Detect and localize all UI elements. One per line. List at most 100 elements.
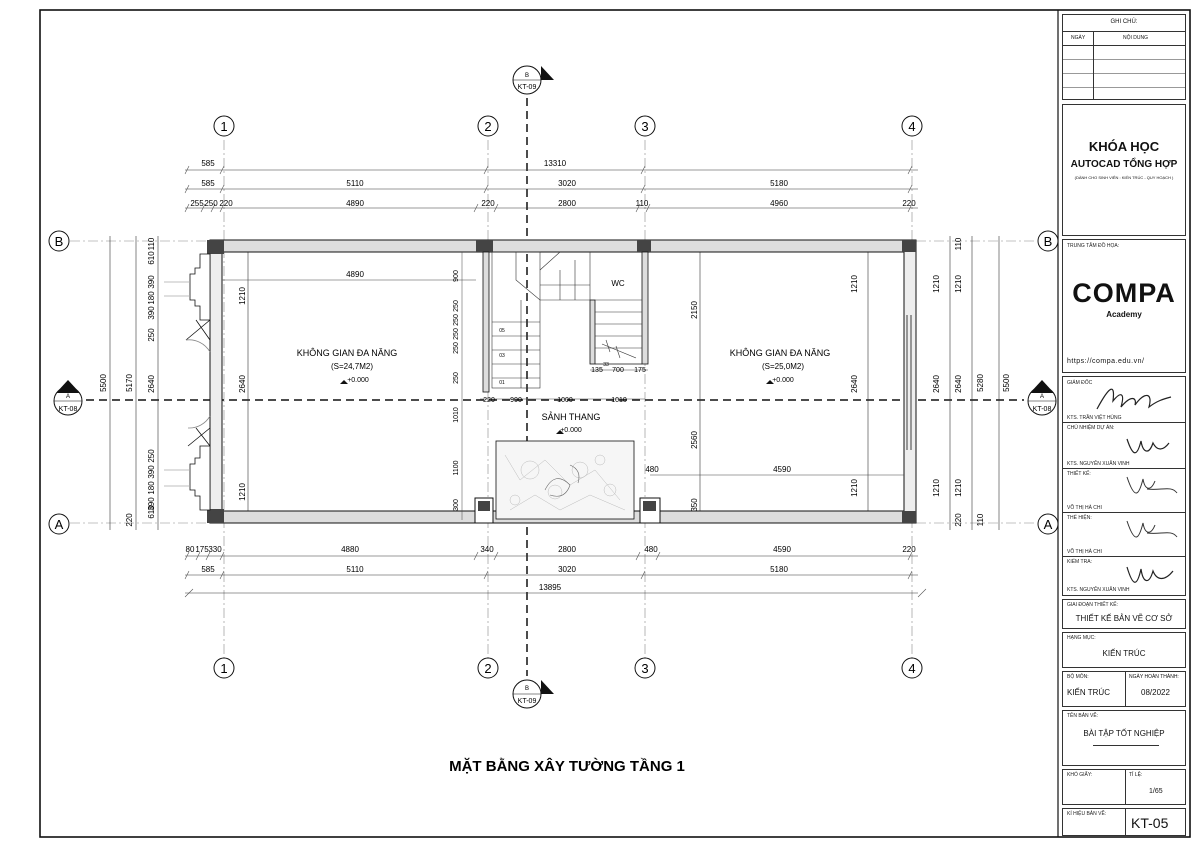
svg-text:B: B <box>525 686 529 692</box>
item-label: HẠNG MỤC: <box>1067 635 1096 641</box>
stair-step-numbers: 05 03 01 <box>499 328 505 386</box>
section-marker-b-top: B KT-09 <box>512 65 554 95</box>
date-value: 08/2022 <box>1141 688 1170 697</box>
phase-box: GIAI ĐOẠN THIẾT KẾ: THIẾT KẾ BẢN VẼ CƠ S… <box>1062 599 1186 629</box>
sheet-name-value: BÀI TẬP TỐT NGHIỆP <box>1083 729 1165 738</box>
svg-text:610: 610 <box>147 251 156 265</box>
course-audience: (DÀNH CHO SINH VIÊN : KIẾN TRÚC - QUY HO… <box>1074 175 1174 180</box>
drafter-name: VÕ THỊ HÀ CHI <box>1067 549 1102 555</box>
svg-text:220: 220 <box>483 397 495 404</box>
section-marker-a-left: A KT-08 <box>53 380 83 416</box>
svg-text:KT-09: KT-09 <box>518 84 537 91</box>
svg-text:585: 585 <box>201 565 215 574</box>
svg-text:900: 900 <box>510 397 522 404</box>
checker-label: KIỂM TRA: <box>1067 559 1092 565</box>
svg-text:1010: 1010 <box>611 397 627 404</box>
svg-text:2: 2 <box>484 661 491 676</box>
svg-text:2640: 2640 <box>954 375 963 393</box>
svg-text:220: 220 <box>902 545 916 554</box>
svg-text:13310: 13310 <box>544 159 567 168</box>
svg-text:4880: 4880 <box>341 545 359 554</box>
sheet-border <box>39 9 1191 838</box>
svg-text:5180: 5180 <box>770 565 788 574</box>
svg-text:480: 480 <box>645 465 659 474</box>
svg-text:05: 05 <box>499 328 505 334</box>
svg-text:KHÔNG GIAN ĐA NĂNG: KHÔNG GIAN ĐA NĂNG <box>297 348 398 358</box>
svg-text:A: A <box>55 517 64 532</box>
svg-text:250: 250 <box>147 449 156 463</box>
svg-text:5110: 5110 <box>346 179 364 188</box>
svg-text:250: 250 <box>453 342 460 354</box>
svg-text:135: 135 <box>591 367 603 374</box>
svg-text:2640: 2640 <box>238 375 247 393</box>
interior-dimensions: 4890 4590 480 220 900 1000 1010 135 700 … <box>346 270 791 511</box>
svg-text:1210: 1210 <box>932 479 941 497</box>
svg-text:WC: WC <box>611 279 625 288</box>
svg-text:1210: 1210 <box>954 479 963 497</box>
course-box: KHÓA HỌC AUTOCAD TỔNG HỢP (DÀNH CHO SINH… <box>1062 104 1186 236</box>
svg-text:4890: 4890 <box>346 199 364 208</box>
svg-text:5500: 5500 <box>1002 374 1011 392</box>
svg-text:3020: 3020 <box>558 179 576 188</box>
svg-text:340: 340 <box>480 545 494 554</box>
designer-signature <box>1126 476 1178 494</box>
sheet-name-box: TÊN BẢN VẼ: BÀI TẬP TỐT NGHIỆP <box>1062 710 1186 766</box>
pm-name: KTS. NGUYỄN XUÂN VINH <box>1067 461 1130 467</box>
lobby-pavement <box>495 440 635 520</box>
designer-label: THIẾT KẾ: <box>1067 471 1091 477</box>
svg-text:2560: 2560 <box>690 431 699 449</box>
svg-text:390: 390 <box>147 306 156 320</box>
grid-bubble-row-b: B B <box>48 230 1059 252</box>
drawing-title: MẶT BẰNG XÂY TƯỜNG TẦNG 1 <box>449 757 685 775</box>
item-box: HẠNG MỤC: KIẾN TRÚC <box>1062 632 1186 668</box>
svg-text:2: 2 <box>484 119 491 134</box>
svg-text:80: 80 <box>186 545 195 554</box>
svg-text:2150: 2150 <box>690 301 699 319</box>
svg-text:(S=24,7M2): (S=24,7M2) <box>331 362 373 371</box>
title-block: GHI CHÚ: NGÀY NỘI DUNG KHÓA HỌC AUTOCAD … <box>1062 10 1190 837</box>
room-labels: KHÔNG GIAN ĐA NĂNG (S=24,7M2) +0.000 KHÔ… <box>297 279 831 434</box>
svg-text:3: 3 <box>641 119 648 134</box>
website-link[interactable]: https://compa.edu.vn/ <box>1067 358 1145 365</box>
svg-text:250: 250 <box>453 328 460 340</box>
svg-text:2640: 2640 <box>850 375 859 393</box>
phase-label: GIAI ĐOẠN THIẾT KẾ: <box>1067 602 1118 608</box>
svg-text:350: 350 <box>690 498 699 512</box>
svg-text:610: 610 <box>147 505 156 519</box>
svg-text:1100: 1100 <box>453 460 460 475</box>
course-title: KHÓA HỌC <box>1088 139 1160 154</box>
svg-text:5500: 5500 <box>99 374 108 392</box>
svg-text:1010: 1010 <box>453 407 460 423</box>
walls <box>207 239 917 524</box>
svg-text:220: 220 <box>481 199 495 208</box>
svg-text:110: 110 <box>954 237 963 250</box>
section-lines <box>86 98 1024 676</box>
director-signature <box>1096 388 1172 410</box>
svg-text:2640: 2640 <box>147 375 156 393</box>
svg-text:1210: 1210 <box>238 483 247 501</box>
svg-text:175: 175 <box>634 367 646 374</box>
pm-signature <box>1126 438 1170 454</box>
svg-text:KT-08: KT-08 <box>1033 406 1052 413</box>
center-label: TRUNG TÂM ĐỒ HỌA: <box>1067 243 1120 249</box>
svg-text:180: 180 <box>147 291 156 305</box>
interior-dim-lines <box>222 252 904 520</box>
level-markers <box>340 380 774 434</box>
svg-text:1210: 1210 <box>850 479 859 497</box>
left-dimensions: 5500 5170 110 610 390 180 390 250 2640 2… <box>99 237 247 527</box>
svg-text:390: 390 <box>147 465 156 479</box>
item-value: KIẾN TRÚC <box>1102 649 1146 658</box>
svg-text:2800: 2800 <box>558 199 576 208</box>
size-scale-box: KHỔ GIẤY: TỈ LỆ: 1/65 <box>1062 769 1186 805</box>
svg-text:900: 900 <box>453 270 460 282</box>
svg-text:250: 250 <box>453 300 460 312</box>
compa-logo: COMPA <box>1072 278 1176 308</box>
scale-value: 1/65 <box>1149 788 1163 795</box>
drafter-label: THỂ HIỆN: <box>1067 515 1092 521</box>
grid-bubble-row-a: A A <box>48 513 1059 535</box>
svg-text:B: B <box>55 234 64 249</box>
svg-text:390: 390 <box>147 275 156 289</box>
dept-date-box: BỘ MÔN: KIẾN TRÚC NGÀY HOÀN THÀNH: 08/20… <box>1062 671 1186 707</box>
svg-text:5110: 5110 <box>346 565 364 574</box>
